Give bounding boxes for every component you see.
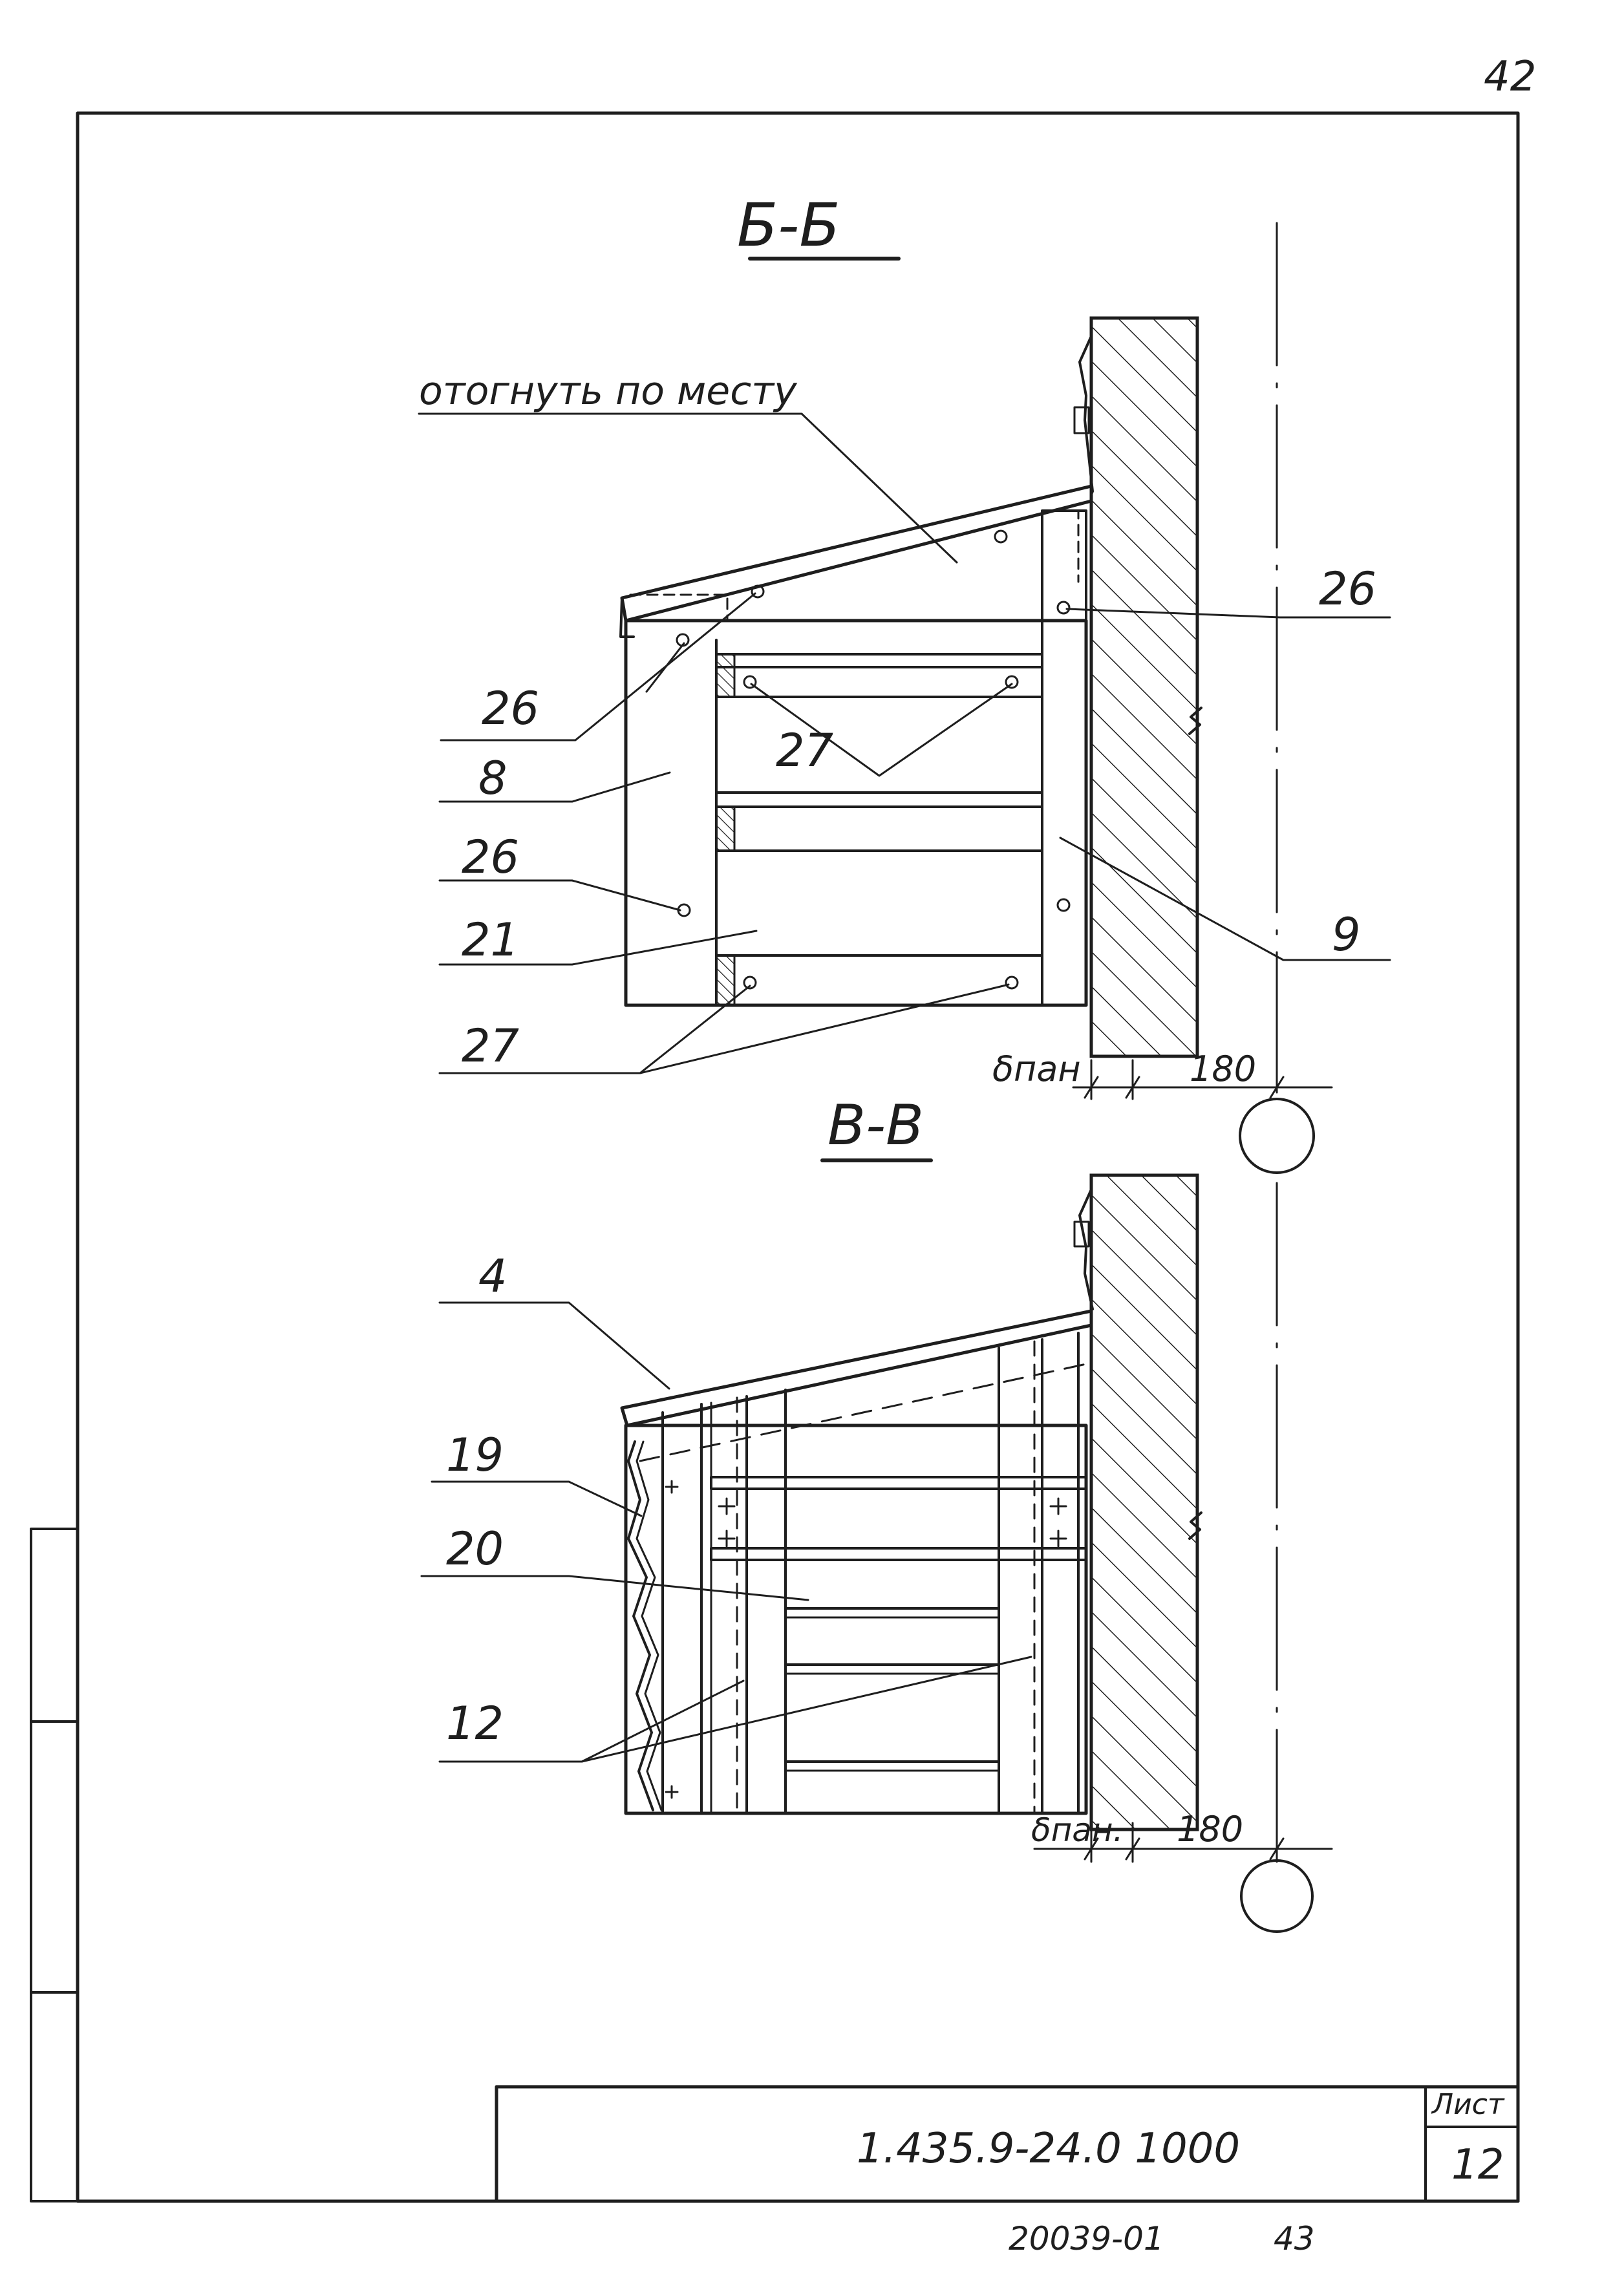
title-block: 1.435.9-24.0 1000 Лист 12 xyxy=(495,2085,1520,2203)
copy-number: 43 xyxy=(1274,2220,1315,2257)
section-v-v: В-В xyxy=(420,1093,1333,1933)
callout-19: 19 xyxy=(446,1429,504,1482)
bolt-marks-v-v xyxy=(665,1480,1067,1799)
callout-8: 8 xyxy=(478,752,508,805)
corrugated-sheet xyxy=(627,1440,654,1811)
dimensions-v-v: δпан. 180 xyxy=(1031,1809,1333,1933)
note-leader xyxy=(418,412,958,564)
dim-wall-180-b-b: 180 xyxy=(1190,1049,1256,1089)
flashing-top-v-v xyxy=(1078,1188,1094,1310)
panel-v-v xyxy=(624,1424,1088,1815)
callout-20: 20 xyxy=(446,1522,504,1575)
dim-panel-thickness-b-b: δпан xyxy=(992,1049,1081,1089)
page-number: 42 xyxy=(1484,53,1536,101)
sheet-label: Лист xyxy=(1431,2088,1505,2121)
dim-panel-thickness-v-v: δпан. xyxy=(1031,1811,1124,1849)
drawing-designation: 1.435.9-24.0 1000 xyxy=(857,2125,1240,2173)
callout-4: 4 xyxy=(478,1250,508,1303)
post-b-b xyxy=(1041,509,1087,1007)
wall-v-v xyxy=(1089,1173,1202,1831)
callout-26-upper: 26 xyxy=(482,682,539,735)
sheet-number: 12 xyxy=(1451,2141,1504,2189)
section-b-b: Б-Б xyxy=(418,191,1391,1174)
sloped-cover-b-b xyxy=(620,484,1093,623)
note-bend-on-site: отогнуть по месту xyxy=(419,368,798,414)
sheet-frame xyxy=(30,111,1520,2203)
dimensions-b-b: δпан 180 xyxy=(992,1049,1333,1174)
sloped-cover-v-v xyxy=(620,1309,1093,1427)
section-v-v-title: В-В xyxy=(828,1093,924,1158)
dim-wall-180-v-v: 180 xyxy=(1177,1809,1243,1850)
wall-b-b xyxy=(1089,316,1202,1058)
section-b-b-title: Б-Б xyxy=(737,191,840,260)
rails-v-v xyxy=(710,1476,1087,1772)
callout-21: 21 xyxy=(462,913,519,966)
callout-26-lower: 26 xyxy=(462,831,519,884)
callout-27-lower: 27 xyxy=(462,1019,519,1072)
axis-bubble-b-b xyxy=(1239,1098,1315,1174)
callout-12: 12 xyxy=(446,1697,504,1750)
axis-bubble-v-v xyxy=(1240,1859,1314,1933)
archive-number: 20039-01 xyxy=(1009,2220,1164,2257)
callouts-left-b-b: 26 8 26 21 27 xyxy=(438,592,1010,1074)
vertical-posts-v-v xyxy=(661,1332,1080,1815)
fasteners-b-b xyxy=(676,529,1071,990)
callout-9: 9 xyxy=(1332,908,1361,961)
callout-27-upper: 27 xyxy=(776,724,833,777)
callout-26-right: 26 xyxy=(1319,562,1376,615)
rails-b-b xyxy=(715,653,1043,1007)
